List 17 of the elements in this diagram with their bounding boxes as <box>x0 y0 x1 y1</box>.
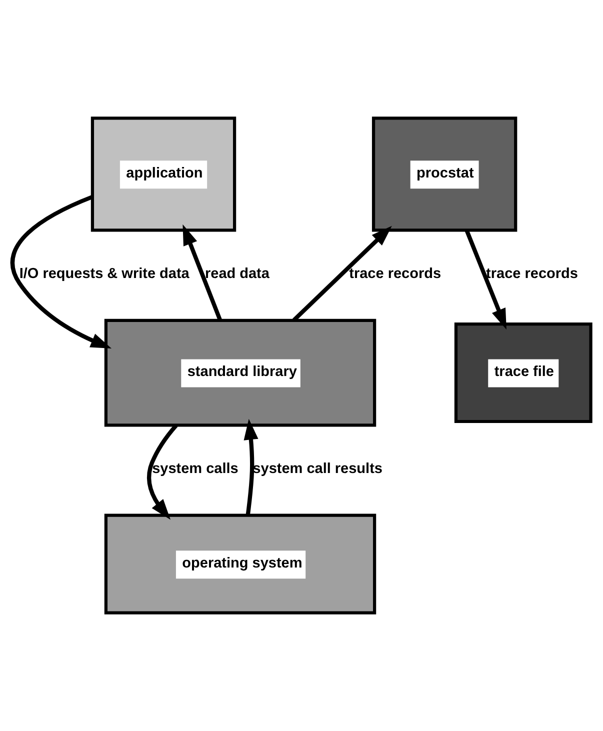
edge-label: system calls <box>152 461 238 478</box>
node-box: application <box>90 116 236 232</box>
edge-label: trace records <box>349 266 442 282</box>
arrow <box>244 418 258 516</box>
arrow <box>464 229 506 330</box>
node-box: operating system <box>104 514 376 614</box>
edge-label: trace records <box>486 266 578 282</box>
node-box: standard library <box>104 318 376 427</box>
arrow <box>182 224 222 321</box>
arrow <box>292 226 392 322</box>
arrow <box>146 424 178 520</box>
node-box: procstat <box>372 116 518 232</box>
node-box: trace file <box>454 322 592 424</box>
arrow <box>10 194 112 348</box>
edge-label: system call results <box>252 461 382 478</box>
edge-label: read data <box>204 266 270 282</box>
edge-label: I/O requests & write data <box>19 266 190 282</box>
